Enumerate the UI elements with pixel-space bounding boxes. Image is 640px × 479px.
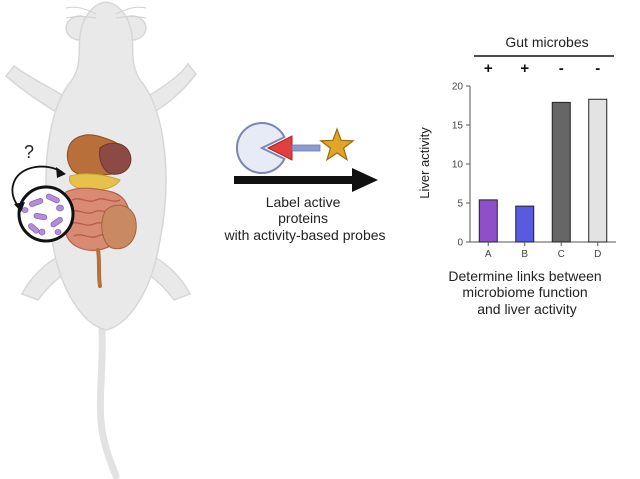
organs [61,134,137,288]
bacteria-icons [21,193,64,236]
treatment-mark: - [559,60,564,77]
microbiome-magnifier: ? [11,142,75,243]
treatment-mark: + [520,60,529,77]
y-tick-label: 5 [457,199,463,210]
curved-arrow-head-icon [14,202,25,212]
microbiome-circle [17,185,75,243]
process-arrow-head-icon [352,168,378,192]
x-tick-label: D [594,249,601,260]
mouse-tail [96,326,120,479]
probe-tag-star-icon [319,127,355,162]
mouse-right-fore-leg [149,62,197,114]
y-tick-label: 15 [452,121,464,132]
mouse-left-fore-leg [4,64,63,114]
probe-caption: Label active proteins with activity-base… [223,194,385,243]
treatment-mark: + [484,60,493,77]
question-mark: ? [24,142,34,162]
mouse-illustration [4,1,197,479]
process-arrow-shaft [234,176,354,184]
bar-C [551,101,571,243]
x-tick-label: B [521,249,528,260]
curved-arrow-icon [11,165,63,209]
mouse-whiskers [65,6,147,19]
chart-marks: 0 5 10 15 20A + B + C - D - [452,60,616,260]
bar-B [515,205,535,243]
x-tick-label: C [558,249,565,260]
result-caption: Determine links between microbiome funct… [448,268,605,317]
y-axis-label: Liver activity [417,127,432,199]
activity-based-probe [235,122,355,174]
probe-linker [291,144,321,152]
liver-activity-chart: Gut microbes 0 5 10 15 20A + B + C - D - Liver acti… [417,34,616,260]
colon-icon [96,248,102,288]
bar-D [588,98,608,243]
treatment-mark: - [595,60,600,77]
curved-arrow-tail-icon [56,167,66,178]
chart-title: Gut microbes [505,34,588,50]
y-tick-label: 20 [452,82,464,93]
x-tick-label: A [485,249,492,260]
y-tick-label: 0 [457,238,463,249]
y-tick-label: 10 [452,160,464,171]
cecum-icon [101,204,137,250]
bar-A [478,199,498,243]
gallbladder-icon [69,173,121,191]
stomach-icon [99,142,132,175]
enzyme-pacman-icon [235,122,286,174]
process-arrow [234,168,378,192]
